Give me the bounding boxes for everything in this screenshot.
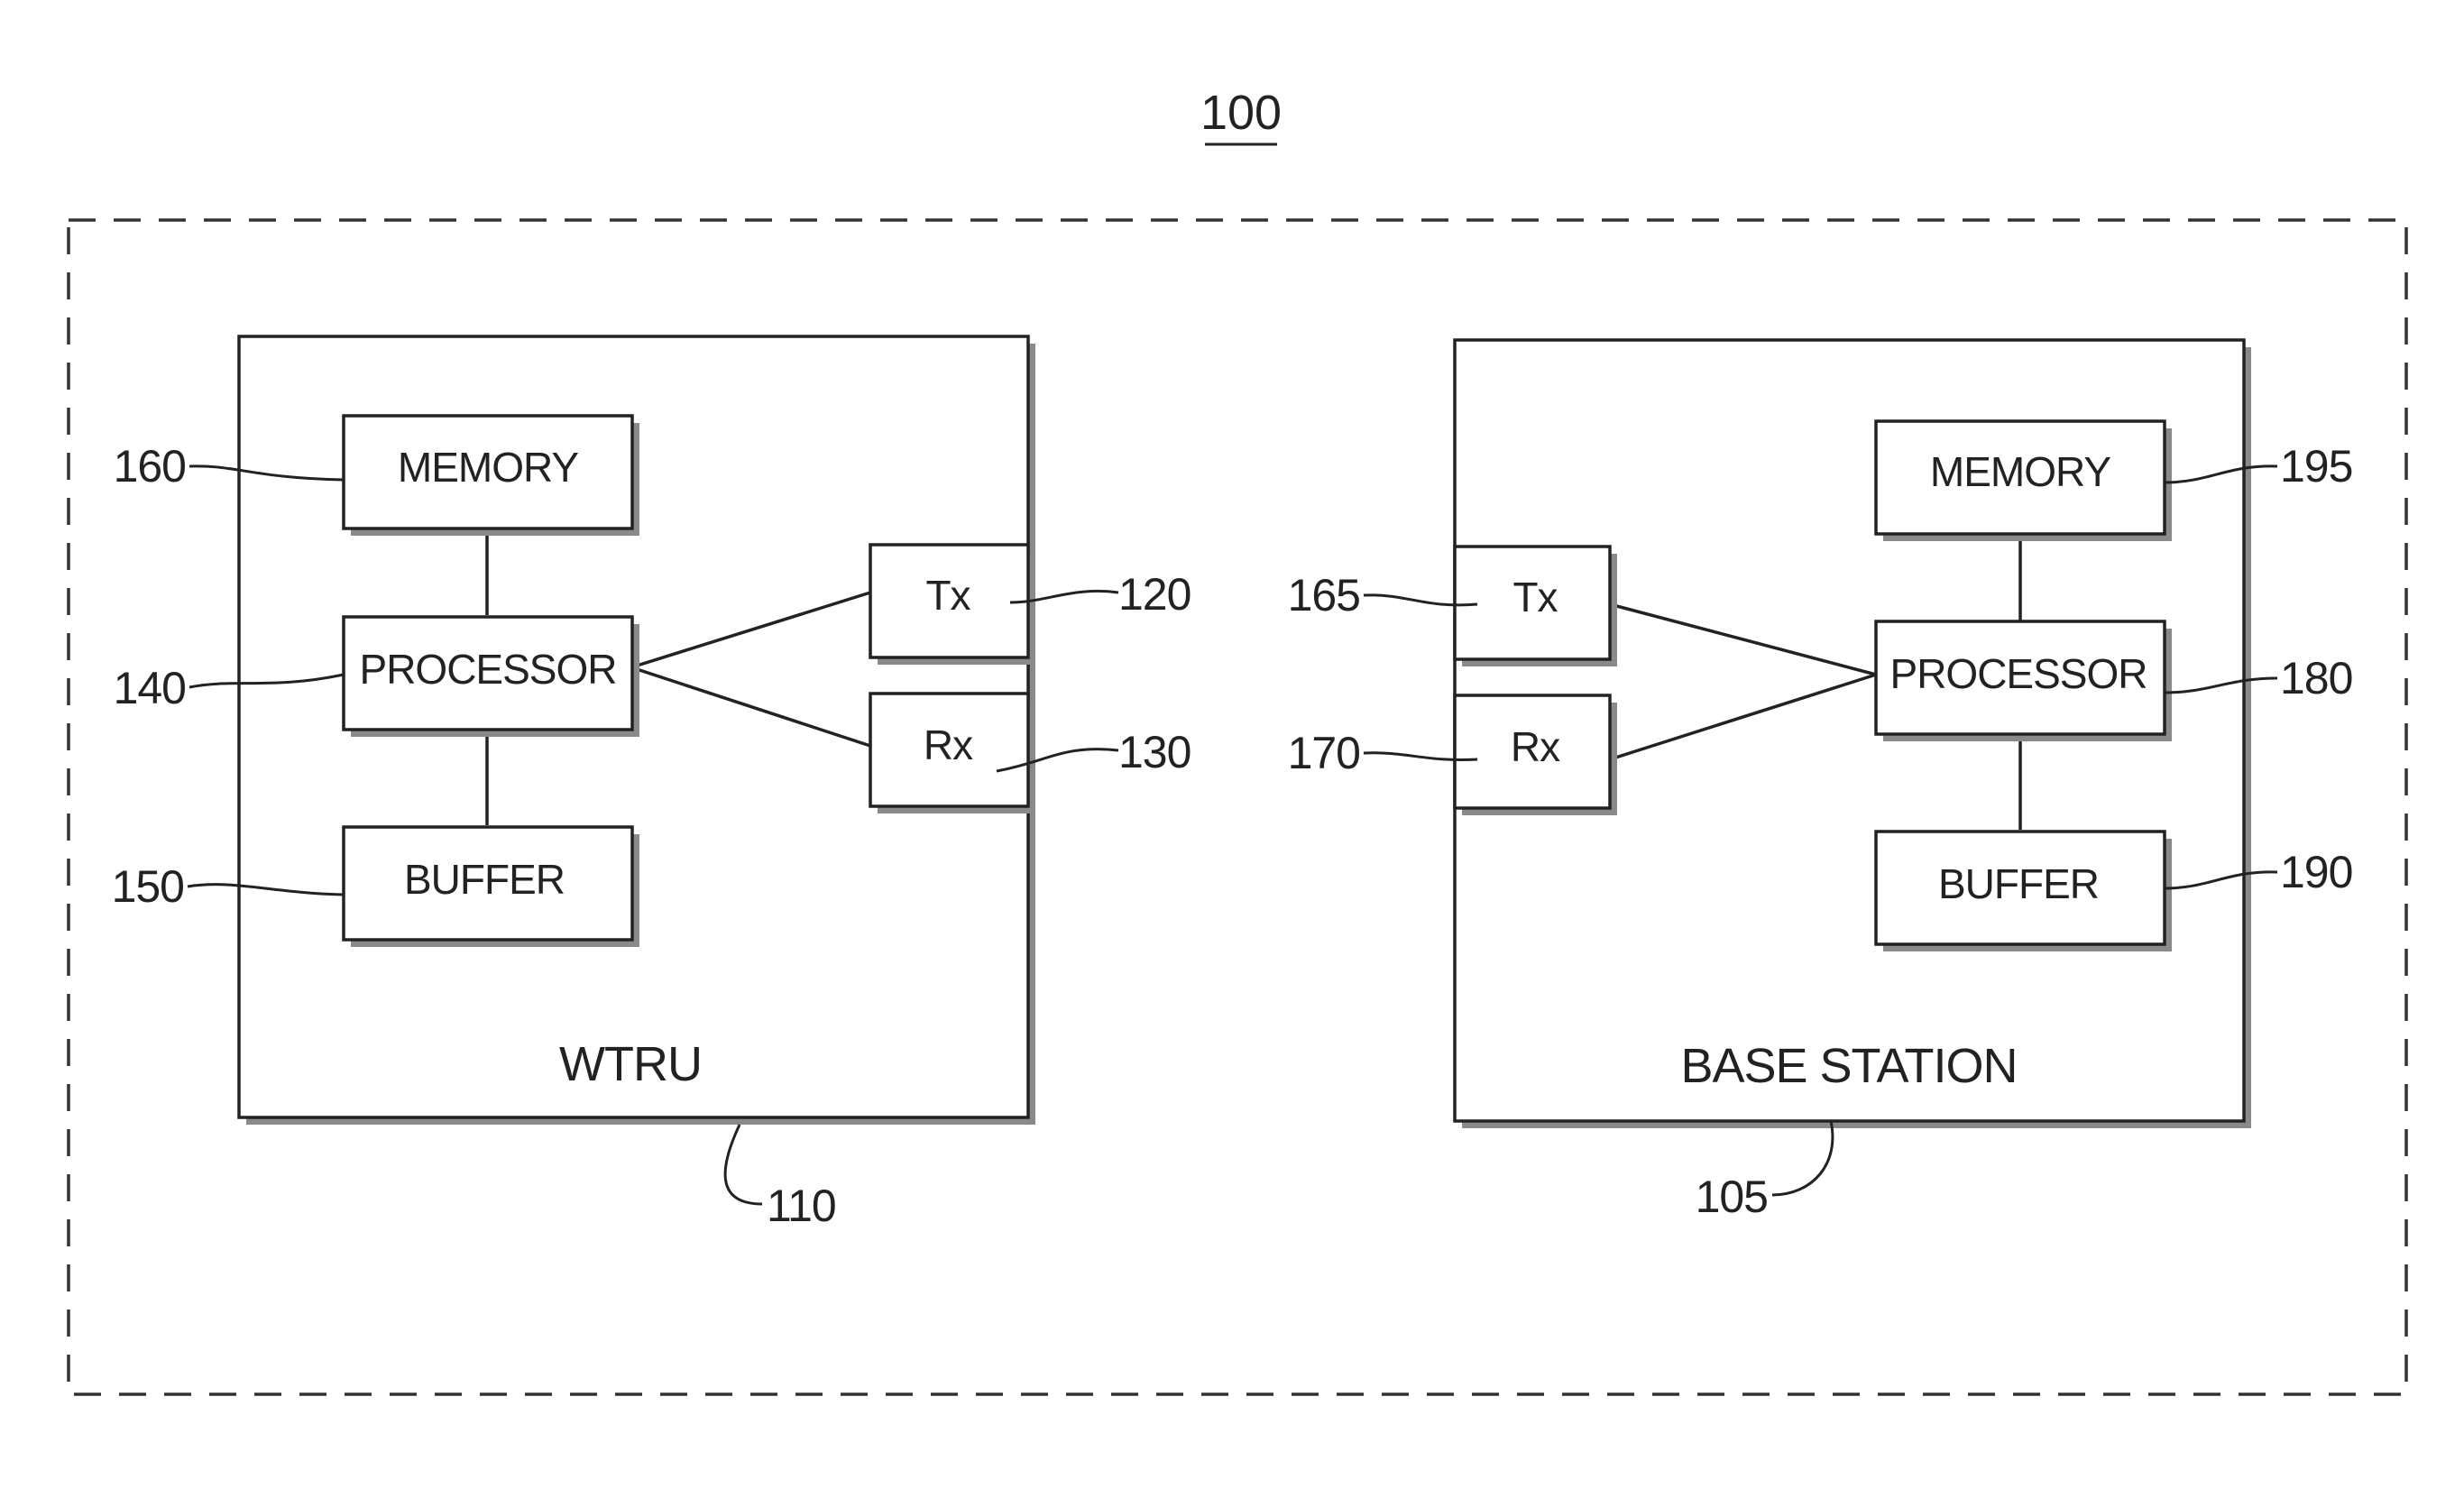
wtru-buffer-ref: 150 (112, 861, 184, 912)
bs-rx-block: Rx (1455, 695, 1617, 815)
bs-processor-ref: 180 (2280, 653, 2352, 703)
bs-ref: 105 (1696, 1172, 1768, 1222)
wtru-tx-ref: 120 (1118, 569, 1191, 620)
bs-buffer-ref: 190 (2280, 847, 2352, 897)
bs-leader (1772, 1121, 1833, 1195)
bs-buffer-label: BUFFER (1938, 860, 2099, 907)
bs-tx-block: Tx (1455, 547, 1617, 666)
wtru-rx-block: Rx (870, 694, 1035, 813)
wtru-processor-ref: 140 (114, 663, 186, 713)
wtru-rx-ref: 130 (1118, 727, 1191, 777)
figure-number: 100 (1200, 86, 1282, 140)
wtru-tx-label: Tx (925, 572, 970, 619)
bs-rx-ref: 170 (1288, 728, 1360, 778)
wtru-label: WTRU (559, 1037, 702, 1091)
wtru-tx-block: Tx (870, 545, 1035, 665)
bs-memory-block: MEMORY (1876, 421, 2172, 541)
bs-processor-block: PROCESSOR (1876, 621, 2172, 741)
wtru-buffer-label: BUFFER (404, 856, 565, 903)
wtru-ref: 110 (767, 1181, 836, 1231)
bs-memory-ref: 195 (2280, 441, 2352, 492)
bs-tx-ref: 165 (1288, 570, 1360, 620)
wtru-buffer-block: BUFFER (344, 827, 639, 947)
bs-rx-label: Rx (1511, 723, 1560, 770)
bs-buffer-block: BUFFER (1876, 832, 2172, 951)
wtru-leader (725, 1125, 762, 1204)
bs-memory-label: MEMORY (1930, 448, 2110, 495)
wtru-processor-block: PROCESSOR (344, 617, 639, 737)
base-station-label: BASE STATION (1680, 1039, 2017, 1093)
wtru-unit: WTRU MEMORY PROCESSOR BUFFER Tx (112, 336, 1191, 1231)
wtru-memory-label: MEMORY (398, 444, 578, 491)
wtru-memory-ref: 160 (114, 441, 186, 492)
base-station-unit: BASE STATION MEMORY PROCESSOR BUFFER (1288, 340, 2353, 1222)
wtru-rx-label: Rx (924, 721, 973, 768)
wtru-processor-label: PROCESSOR (360, 646, 617, 693)
bs-processor-label: PROCESSOR (1890, 650, 2147, 697)
bs-tx-label: Tx (1512, 574, 1558, 620)
wtru-memory-block: MEMORY (344, 416, 639, 536)
